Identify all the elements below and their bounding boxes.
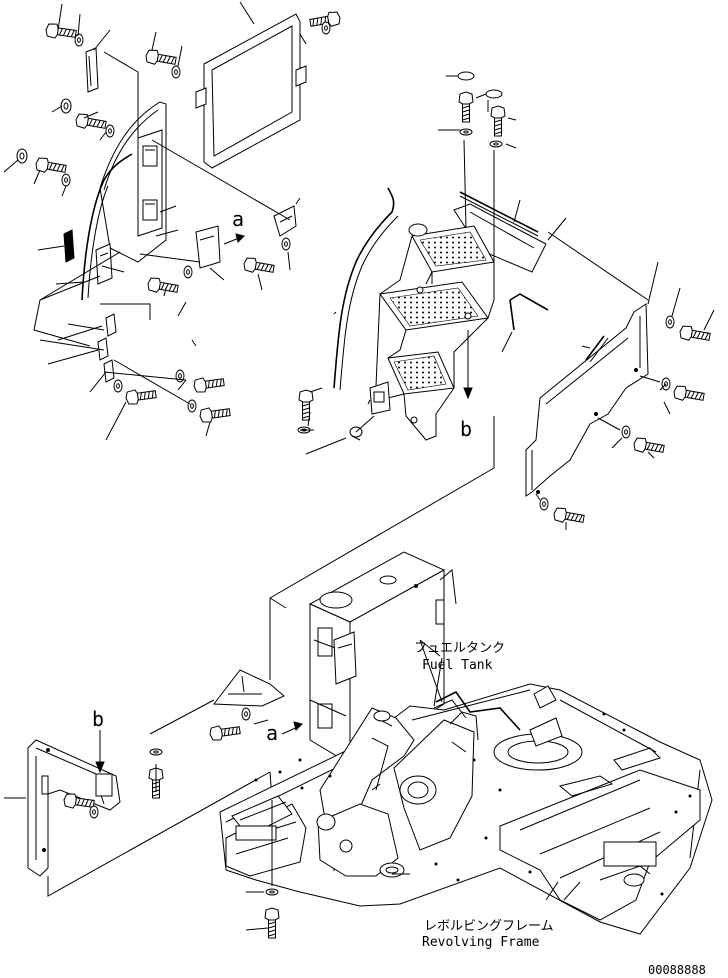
cap-2 [485, 89, 503, 99]
callout-a-lower: a [266, 721, 303, 745]
washer-tank-2 [149, 748, 163, 756]
callout-a-label: a [232, 207, 244, 231]
fuel-tank-label-jp: フュエルタンク [414, 641, 505, 656]
curved-trim [81, 153, 133, 301]
washer-step-2 [489, 140, 503, 148]
lower-assembly: a b [4, 416, 713, 950]
bolt-step-1 [458, 91, 474, 123]
right-side-panel [525, 231, 715, 530]
clip-2 [97, 337, 109, 361]
bracket-triangle [195, 225, 221, 269]
leader-lines-frame [245, 657, 581, 931]
leader-lines-right [535, 231, 715, 530]
bolt-frame [264, 907, 280, 939]
revolving-frame-label-jp: レボルビングフレーム [424, 919, 554, 934]
washer-plate [89, 805, 99, 819]
bolt-tank-1 [208, 722, 242, 742]
callout-b-top: b [460, 330, 473, 441]
fuel-tank-label-en: Fuel Tank [422, 658, 493, 673]
left-cover-assembly: a [3, 1, 342, 441]
bolt-step-3 [298, 389, 314, 421]
bolt-low-1 [192, 374, 226, 394]
callout-a-top: a [223, 207, 245, 245]
washer-step-1 [459, 128, 473, 136]
washer-right-4 [539, 497, 549, 511]
tank-side-plate [333, 631, 357, 685]
tank-bracket [213, 669, 285, 707]
step-plate-top [411, 225, 495, 273]
revolving-frame-label-en: Revolving Frame [422, 935, 540, 950]
bolt-right-4 [552, 506, 586, 527]
assembly-lines-lower [4, 639, 443, 897]
washer-left-2 [61, 173, 71, 187]
round-pad [408, 223, 428, 237]
bolt-top-left [44, 22, 78, 42]
washer-rear-cover [321, 21, 331, 35]
assembly-lines-left [33, 51, 291, 405]
handle-pad [63, 229, 75, 263]
washer-panel-2 [281, 237, 291, 251]
callout-b-label: b [460, 417, 472, 441]
bolt-panel-2 [242, 256, 276, 277]
u-bolt [509, 293, 549, 331]
bolt-panel-1 [146, 276, 180, 297]
bolt-right-2 [672, 384, 706, 405]
leader-lines-left [3, 1, 307, 441]
bolt-right-1 [678, 324, 712, 345]
revolving-frame [219, 683, 713, 935]
washer-low-1 [175, 369, 185, 383]
washer-panel-1 [183, 265, 193, 279]
step-plate-bottom [387, 351, 455, 395]
washer-frame [265, 888, 279, 896]
step-side-trim [333, 187, 399, 391]
callout-b-lower-label: b [92, 707, 104, 731]
washer-low-3 [187, 399, 197, 413]
cap-1 [457, 71, 475, 81]
assembly-lines-center [269, 416, 495, 680]
step-bracket [369, 381, 391, 415]
nut-left-2 [16, 148, 28, 164]
clip-3 [103, 359, 115, 383]
gasket-strip [585, 335, 609, 363]
washer-right-3 [621, 425, 631, 439]
step-plate-middle [379, 281, 489, 331]
mount-plate [27, 739, 121, 877]
washer-tank-1 [241, 707, 251, 721]
bolt-left-2 [34, 156, 68, 177]
nut-left-1 [60, 98, 72, 114]
washer-right-1 [665, 315, 675, 329]
washer-low-2 [113, 379, 123, 393]
clip-1 [105, 313, 117, 337]
drawing-number: 00088888 [648, 963, 706, 977]
leader-lines-step [300, 75, 567, 455]
bolt-low-2 [124, 386, 158, 406]
fuel-tank-label: フュエルタンク Fuel Tank [414, 641, 505, 673]
washer-top-left [74, 33, 84, 47]
callout-b-lower: b [92, 707, 105, 774]
bolt-low-3 [198, 404, 232, 424]
rubber-strip [459, 191, 539, 237]
revolving-frame-label: レボルビングフレーム Revolving Frame [422, 919, 554, 950]
bolt-mid-top [144, 48, 178, 69]
angle-bracket [273, 205, 297, 237]
step-assembly: b [297, 71, 567, 455]
bolt-step-2 [490, 105, 506, 137]
side-cover-panel [99, 101, 167, 263]
washer-left-1 [105, 124, 115, 138]
washer-mid-top [171, 65, 181, 79]
strip-plate [85, 47, 99, 93]
rear-cover-panel [195, 13, 307, 169]
bracket-lower [95, 243, 113, 285]
callout-a-lower-label: a [266, 721, 278, 745]
